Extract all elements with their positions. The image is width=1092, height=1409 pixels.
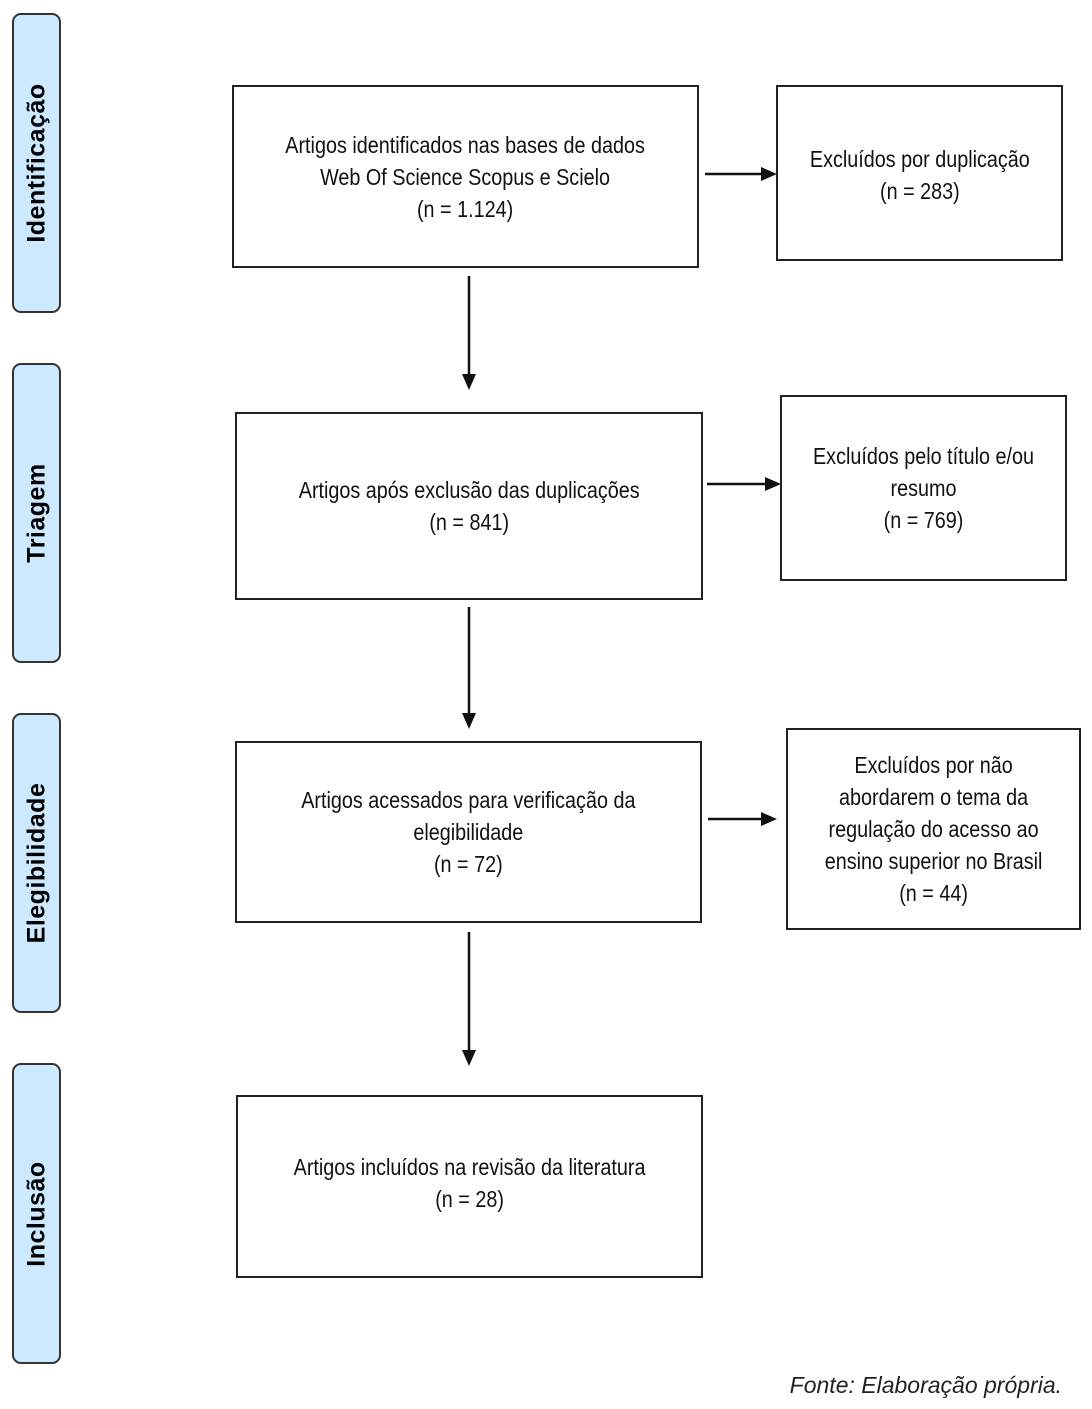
excluded-topic-count: (n = 44) [899,880,968,906]
excluded-title-line-2: resumo [890,475,957,501]
arrowhead-down-1 [462,374,476,390]
included-count: (n = 28) [435,1186,504,1212]
arrowhead-down-2 [462,713,476,729]
after-dedup-box: Artigos após exclusão das duplicações (n… [235,412,703,600]
identified-box: Artigos identificados nas bases de dados… [232,85,699,268]
arrowhead-down-3 [462,1050,476,1066]
identified-count: (n = 1.124) [417,195,514,222]
excluded-topic-box: Excluídos por não abordarem o tema da re… [786,728,1081,930]
eligibility-line-1: Artigos acessados para verificação da [301,787,636,813]
eligibility-count: (n = 72) [434,851,503,877]
stage-elegibilidade: Elegibilidade [12,713,61,1013]
included-box: Artigos incluídos na revisão da literatu… [236,1095,703,1278]
excluded-topic-text: Excluídos por não abordarem o tema da re… [825,749,1043,909]
excluded-title-text: Excluídos pelo título e/ou resumo (n = 7… [813,440,1034,536]
stage-triagem: Triagem [12,363,61,663]
after-dedup-line-1: Artigos após exclusão das duplicações [298,477,640,503]
identified-text: Artigos identificados nas bases de dados… [286,129,646,225]
excluded-topic-line-2: abordarem o tema da [838,784,1029,810]
identified-line-1: Artigos identificados nas bases de dados [285,131,646,158]
excluded-title-line-1: Excluídos pelo título e/ou [812,443,1035,469]
included-line-1: Artigos incluídos na revisão da literatu… [293,1154,646,1180]
eligibility-line-2: elegibilidade [413,819,524,845]
excluded-topic-line-3: regulação do acesso ao [828,816,1039,842]
eligibility-text: Artigos acessados para verificação da el… [301,784,635,880]
excluded-duplicates-box: Excluídos por duplicação (n = 283) [776,85,1063,261]
source-caption: Fonte: Elaboração própria. [789,1372,1062,1398]
stage-inclusao: Inclusão [12,1063,61,1364]
excluded-duplicates-count: (n = 283) [879,178,960,204]
identified-line-2: Web Of Science Scopus e Scielo [320,163,611,190]
excluded-topic-line-1: Excluídos por não [854,752,1013,778]
arrowhead-right-1 [761,167,777,181]
excluded-title-box: Excluídos pelo título e/ou resumo (n = 7… [780,395,1067,581]
after-dedup-count: (n = 841) [429,509,509,535]
arrowhead-right-2 [765,477,781,491]
after-dedup-text: Artigos após exclusão das duplicações (n… [299,474,640,538]
excluded-duplicates-text: Excluídos por duplicação (n = 283) [810,143,1030,207]
included-text: Artigos incluídos na revisão da literatu… [294,1151,646,1215]
eligibility-box: Artigos acessados para verificação da el… [235,741,702,923]
stage-identificacao: Identificação [12,13,61,313]
excluded-topic-line-4: ensino superior no Brasil [824,848,1043,874]
excluded-title-count: (n = 769) [883,507,964,533]
excluded-duplicates-line-1: Excluídos por duplicação [809,146,1030,172]
arrowhead-right-3 [761,812,777,826]
